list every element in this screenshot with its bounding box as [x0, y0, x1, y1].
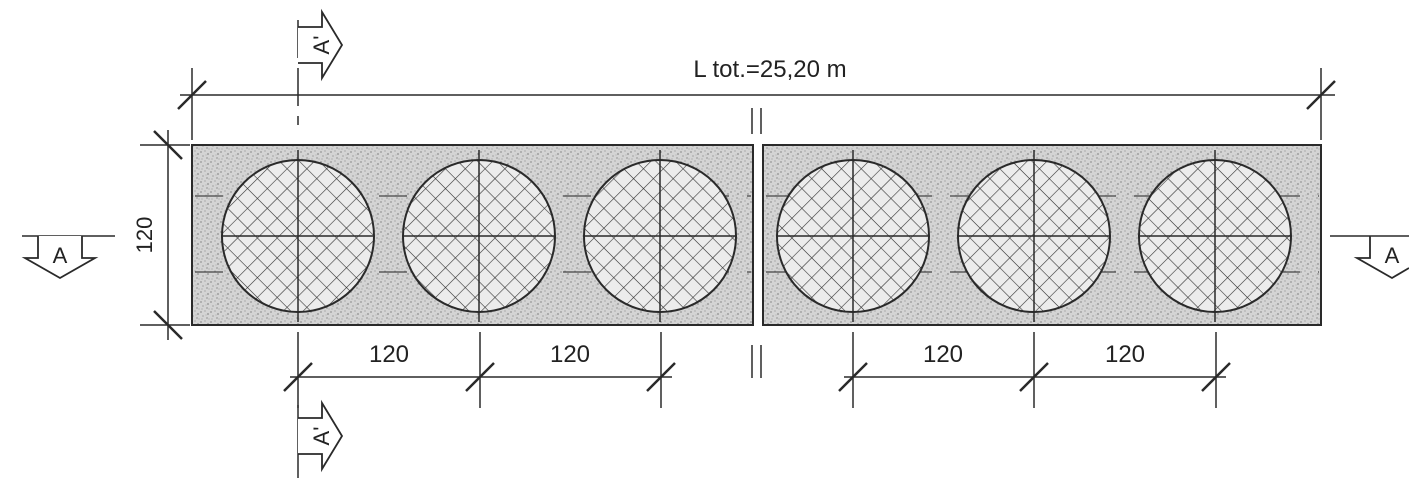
spacing-label-right-1: 120 [923, 341, 963, 368]
spacing-label-right-2: 120 [1105, 341, 1145, 368]
pile-1 [221, 150, 375, 322]
section-a-prime-label-bottom: A' [309, 427, 334, 446]
section-a-prime-marker-bottom: A' [297, 399, 344, 478]
pile-6 [1138, 150, 1292, 322]
total-length-label: L tot.=25,20 m [693, 56, 846, 83]
section-a-marker-left: A [21, 235, 115, 280]
section-a-label-left: A [53, 243, 68, 268]
total-length-dimension [177, 68, 1336, 140]
pile-4 [776, 150, 930, 322]
height-dimension [140, 130, 190, 340]
section-a-prime-marker-top: A' [297, 8, 344, 125]
section-a-prime-label-top: A' [309, 36, 334, 55]
height-label: 120 [132, 217, 157, 254]
piles-group [221, 150, 1292, 322]
break-marks [751, 108, 762, 378]
pile-5 [957, 150, 1111, 322]
spacing-dimension-left [283, 332, 676, 408]
section-a-marker-right: A [1330, 235, 1409, 280]
pile-2 [402, 150, 556, 322]
spacing-dimension-right [838, 332, 1231, 408]
pile-3 [583, 150, 737, 322]
section-a-label-right: A [1385, 243, 1400, 268]
spacing-label-left-1: 120 [369, 341, 409, 368]
spacing-label-left-2: 120 [550, 341, 590, 368]
